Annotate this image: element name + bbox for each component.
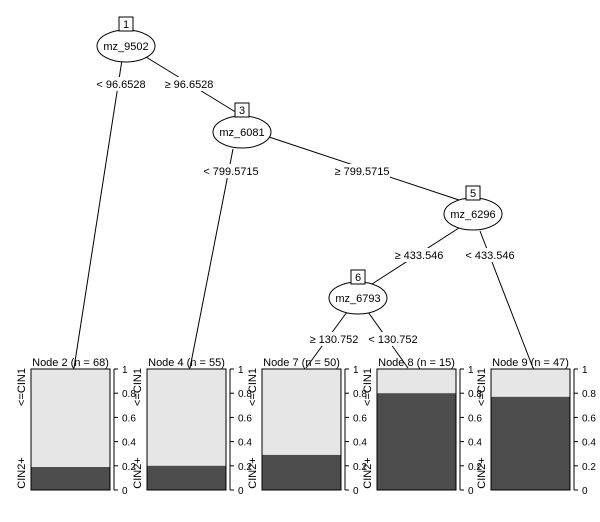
bar-frame (30, 368, 111, 491)
class-label-cin1: <=CIN1 (476, 368, 488, 406)
y-axis-tick-label: 0.8 (582, 389, 596, 400)
y-axis-tick-label: 0 (582, 486, 588, 497)
inner-node-6: 6 mz_6793 (328, 269, 388, 315)
class-label-cin1: <=CIN1 (247, 368, 259, 406)
class-label-cin1: <=CIN1 (132, 368, 144, 406)
y-axis-tick-label: 1 (353, 365, 359, 376)
inner-node-1: 1 mz_9502 (96, 16, 156, 63)
node-id-box (465, 185, 481, 201)
terminal-node-title: Node 8 (n = 15) (378, 357, 455, 369)
y-axis-tick-label: 1 (468, 365, 474, 376)
node-id: 1 (123, 19, 129, 31)
edge-label-1-3: ≥ 96.6528 (165, 79, 214, 91)
bar-cin2-segment (491, 396, 570, 490)
bar-cin2-segment (377, 393, 456, 490)
terminal-node-title: Node 7 (n = 50) (263, 357, 340, 369)
y-axis-tick-label: 0.6 (582, 413, 596, 424)
y-axis-tick-label: 0.4 (582, 438, 596, 449)
bar-cin1-segment (377, 369, 456, 394)
y-axis-tick-label: 0 (238, 486, 244, 497)
bar-frame (376, 368, 457, 491)
inner-node-3: 3 mz_6081 (212, 102, 272, 149)
y-axis-tick-label: 1 (238, 365, 244, 376)
edge-label-6-8: < 130.752 (368, 334, 417, 346)
node-id: 6 (355, 272, 361, 284)
bar-frame (146, 368, 227, 491)
bar-cin1-segment (31, 369, 110, 468)
class-label-cin1: <=CIN1 (16, 368, 28, 406)
node-variable: mz_9502 (103, 41, 148, 53)
y-axis-tick-label: 0.2 (582, 462, 596, 473)
bar-frame (261, 368, 342, 491)
class-label-cin1: <=CIN1 (362, 368, 374, 406)
node-id: 3 (239, 105, 245, 117)
y-axis-tick-label: 1 (582, 365, 588, 376)
node-id-box (118, 16, 134, 32)
edge-label-5-6: ≥ 433.546 (395, 250, 444, 262)
y-axis-tick-label: 0.8 (353, 389, 367, 400)
y-axis-tick-label: 0.2 (353, 462, 367, 473)
edge-labels: < 96.6528 ≥ 96.6528 < 799.5715 ≥ 799.571… (96, 77, 515, 346)
y-axis-tick-label: 0.2 (122, 462, 136, 473)
y-axis-tick-label: 0 (122, 486, 128, 497)
inner-node-5: 5 mz_6296 (443, 185, 503, 231)
node-id-box (234, 102, 250, 118)
terminal-node-title: Node 4 (n = 55) (148, 357, 225, 369)
edge-1-2 (73, 59, 123, 369)
y-axis-tick-label: 1 (122, 365, 128, 376)
node-id: 5 (470, 188, 476, 200)
edge-label-3-5: ≥ 799.5715 (335, 166, 390, 178)
bar-cin1-segment (147, 369, 226, 466)
node-id-box (350, 269, 366, 285)
bar-cin1-segment (262, 369, 341, 455)
terminal-node-title: Node 2 (n = 68) (32, 357, 109, 369)
edge-3-4 (189, 148, 234, 369)
bar-cin2-segment (147, 465, 226, 490)
node-variable: mz_6793 (335, 293, 380, 305)
bar-cin2-segment (31, 467, 110, 490)
y-axis-tick-label: 0.6 (122, 413, 136, 424)
edge-label-3-4: < 799.5715 (203, 166, 258, 178)
y-axis-tick-label: 0.4 (468, 438, 482, 449)
class-label-cin2: CIN2+ (362, 457, 374, 489)
bar-cin1-segment (491, 369, 570, 397)
y-axis-tick-label: 0.6 (468, 413, 482, 424)
y-axis-tick-label: 0 (468, 486, 474, 497)
y-axis-tick-label: 0.4 (353, 438, 367, 449)
terminal-node-title: Node 9 (n = 47) (492, 357, 569, 369)
node-variable: mz_6296 (450, 209, 495, 221)
class-label-cin2: CIN2+ (476, 457, 488, 489)
y-axis-tick-label: 0 (353, 486, 359, 497)
y-axis-tick-label: 0.8 (468, 389, 482, 400)
node-variable: mz_6081 (219, 127, 264, 139)
terminal-nodes: Node 2 (n = 68)<=CIN1CIN2+00.20.40.60.81… (16, 357, 596, 497)
y-axis-tick-label: 0.2 (468, 462, 482, 473)
class-label-cin2: CIN2+ (16, 457, 28, 489)
bar-cin2-segment (262, 454, 341, 490)
class-label-cin2: CIN2+ (132, 457, 144, 489)
y-axis-tick-label: 0.6 (353, 413, 367, 424)
y-axis-tick-label: 0.8 (122, 389, 136, 400)
y-axis-tick-label: 0.4 (122, 438, 136, 449)
class-label-cin2: CIN2+ (247, 457, 259, 489)
y-axis-tick-label: 0.6 (238, 413, 252, 424)
edge-label-5-9: < 433.546 (465, 250, 514, 262)
edge-label-1-2: < 96.6528 (96, 79, 145, 91)
bar-frame (490, 368, 571, 491)
y-axis-tick-label: 0.8 (238, 389, 252, 400)
y-axis-tick-label: 0.2 (238, 462, 252, 473)
y-axis-tick-label: 0.4 (238, 438, 252, 449)
edge-label-6-7: ≥ 130.752 (310, 334, 359, 346)
